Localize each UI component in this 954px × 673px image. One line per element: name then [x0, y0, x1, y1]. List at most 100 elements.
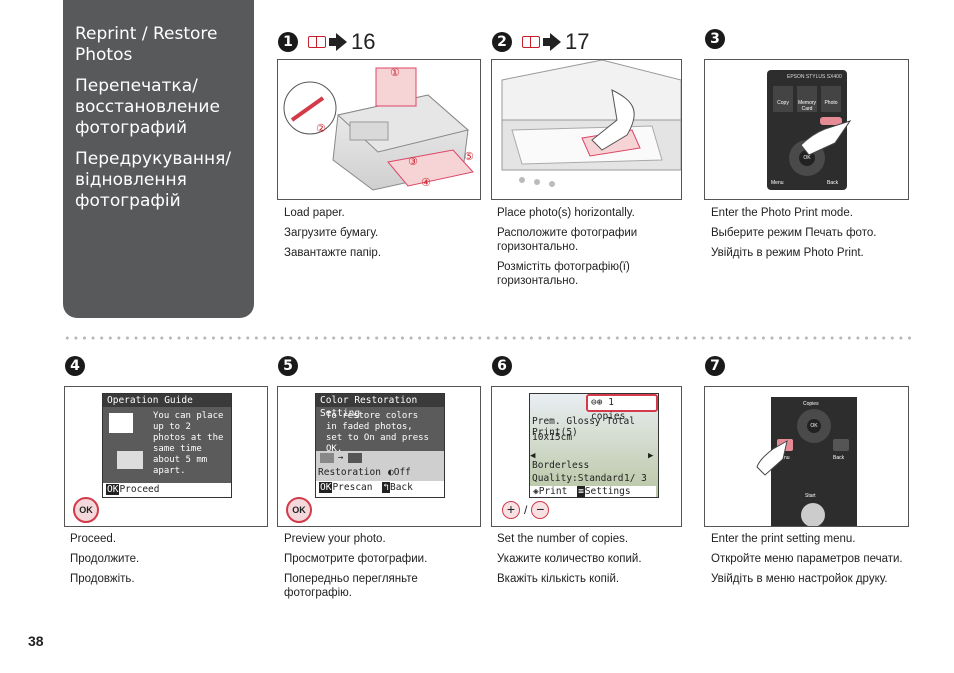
restored-photo-icon	[348, 453, 362, 463]
step-number-2: 2	[492, 32, 512, 52]
step-7-captions: Enter the print setting menu. Откройте м…	[711, 532, 906, 592]
restoration-value[interactable]: ◐Off	[388, 467, 411, 478]
plus-button[interactable]: +	[502, 501, 520, 519]
minus-button[interactable]: −	[531, 501, 550, 519]
screen-title: Color Restoration Setting	[316, 394, 444, 419]
start-label: Start	[805, 493, 816, 499]
callout-label-1: ①	[390, 66, 400, 79]
proceed-label: Proceed	[119, 484, 160, 495]
callout-label-5: ⑤	[464, 150, 474, 163]
quality-setting: Quality:Standard	[532, 473, 624, 484]
start-button[interactable]	[801, 503, 825, 526]
caption-uk: Попередньо перегляньте фотографію.	[284, 573, 418, 599]
memory-card-mode-button[interactable]: Memory Card	[797, 86, 817, 112]
paper-type: Prem. Glossy Total Print(5)	[532, 416, 635, 438]
settings-label: Settings	[584, 486, 631, 497]
ok-button[interactable]: OK	[286, 497, 312, 523]
photo-preview-screen: ⊖⊕ 1 copies Prem. Glossy Total Print(5) …	[529, 393, 659, 498]
caption-ru: Откройте меню параметров печати.	[711, 553, 903, 565]
callout-label-3: ③	[408, 155, 418, 168]
step-6-header: 6	[492, 356, 512, 376]
step-1-captions: Load paper. Загрузите бумагу. Завантажте…	[284, 206, 474, 266]
restoration-off-value: Off	[393, 467, 411, 478]
copies-value: 1 copies	[591, 397, 626, 422]
paper-size: 10x15cm	[532, 432, 573, 443]
book-icon	[308, 36, 326, 48]
restoration-label: Restoration	[318, 467, 381, 478]
scanner-glass-illustration	[501, 60, 681, 187]
back-label: Back	[827, 180, 839, 186]
step-2-illustration	[491, 59, 682, 200]
ok-button[interactable]: OK	[807, 419, 821, 433]
ok-button[interactable]: OK	[73, 497, 99, 523]
operation-guide-screen: Operation Guide You can place up to 2 ph…	[102, 393, 232, 498]
caption-uk: Увійдіть в меню настройок друку.	[711, 573, 888, 585]
panel-brand: EPSON STYLUS SX400	[787, 74, 842, 80]
copy-mode-button[interactable]: Copy	[773, 86, 793, 112]
print-label: Print	[538, 486, 568, 497]
step-2-header: 2 17	[492, 29, 589, 55]
layout-setting: Borderless	[532, 460, 590, 471]
page-number: 38	[28, 633, 44, 649]
caption-ru: Укажите количество копий.	[497, 553, 642, 565]
prescan-label: Prescan	[332, 482, 373, 493]
caption-uk: Увійдіть в режим Photo Print.	[711, 247, 864, 259]
caption-uk: Продовжіть.	[70, 573, 135, 585]
color-restoration-screen: Color Restoration Setting To restore col…	[315, 393, 445, 498]
arrow-right-icon	[543, 33, 561, 51]
guide-text: You can place up to 2 photos at the same…	[153, 411, 224, 476]
step-4-illustration: Operation Guide You can place up to 2 ph…	[64, 386, 268, 527]
step-3-header: 3	[705, 29, 725, 49]
caption-ru: Расположите фотографии горизонтально.	[497, 227, 638, 253]
step-3-illustration: EPSON STYLUS SX400 Copy Memory Card Phot…	[704, 59, 909, 200]
step-number-5: 5	[278, 356, 298, 376]
step-1-header: 1 16	[278, 29, 375, 55]
caption-en: Load paper.	[284, 207, 345, 219]
book-reference-16: 16	[308, 29, 375, 55]
back-button[interactable]	[833, 439, 849, 451]
book-reference-17: 17	[522, 29, 589, 55]
caption-uk: Вкажіть кількість копій.	[497, 573, 620, 585]
caption-uk: Завантажте папір.	[284, 247, 382, 259]
previous-photo-icon[interactable]: ◀	[530, 451, 536, 461]
step-6-captions: Set the number of copies. Укажите количе…	[497, 532, 682, 592]
next-photo-icon[interactable]: ▶	[648, 451, 654, 461]
step-4-header: 4	[65, 356, 85, 376]
step-1-illustration: ① ② ③ ④ ⑤	[277, 59, 481, 200]
back-label: Back	[833, 455, 845, 461]
caption-ru: Выберите режим Печать фото.	[711, 227, 877, 239]
menu-key-icon: ≡	[577, 486, 585, 497]
caption-en: Set the number of copies.	[497, 533, 629, 545]
step-7-header: 7	[705, 356, 725, 376]
guide-body: You can place up to 2 photos at the same…	[103, 407, 231, 483]
photo-count: 1/ 3	[624, 473, 647, 484]
copy-adjust-buttons: + / −	[502, 501, 550, 519]
bottom-hints: OKPrescan ↰Back	[316, 481, 444, 494]
caption-en: Preview your photo.	[284, 533, 386, 545]
faded-photo-icon	[320, 453, 334, 463]
callout-label-4: ④	[421, 176, 431, 189]
section-title-box: Reprint / Restore Photos Перепечатка/ во…	[63, 0, 254, 318]
dotted-separator	[63, 336, 911, 340]
step-2-captions: Place photo(s) horizontally. Расположите…	[497, 206, 682, 294]
callout-label-2: ②	[316, 122, 326, 135]
caption-ru: Продолжите.	[70, 553, 140, 565]
proceed-hint: OKProceed	[103, 483, 231, 496]
copies-counter[interactable]: ⊖⊕ 1 copies	[586, 394, 658, 422]
step-number-7: 7	[705, 356, 725, 376]
step-5-illustration: Color Restoration Setting To restore col…	[277, 386, 481, 527]
back-key-icon: ↰	[382, 482, 390, 493]
step-5-header: 5	[278, 356, 298, 376]
ok-key-badge: OK	[319, 482, 333, 493]
photo-mode-button[interactable]: Photo	[821, 86, 841, 112]
reference-page: 17	[565, 29, 590, 54]
photo-placement-graphic	[117, 451, 143, 469]
menu-label: Menu	[771, 180, 784, 186]
reference-page: 16	[351, 29, 376, 54]
step-6-illustration: ⊖⊕ 1 copies Prem. Glossy Total Print(5) …	[491, 386, 682, 527]
bottom-hints: ◈Print ≡Settings	[530, 486, 656, 497]
screen-title: Operation Guide	[103, 394, 231, 407]
step-number-6: 6	[492, 356, 512, 376]
back-label: Back	[389, 482, 413, 493]
arrow-right-icon	[329, 33, 347, 51]
